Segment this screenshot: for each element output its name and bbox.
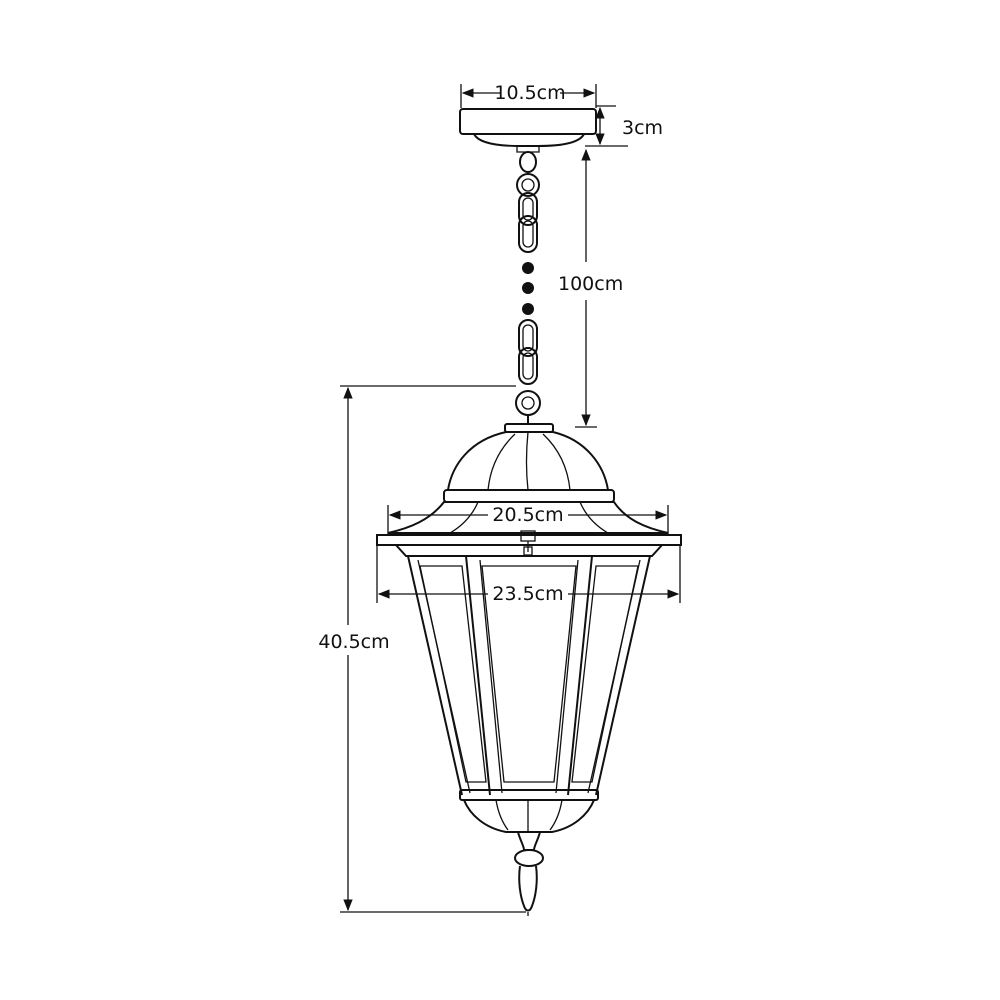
- total-height-dimension: 40.5cm: [318, 385, 526, 913]
- roof-width-dimension: 20.5cm: [387, 504, 669, 535]
- chain: [515, 151, 541, 425]
- canopy-height-dimension: 3cm: [585, 105, 663, 147]
- chain-continuation-dot: [522, 282, 534, 294]
- lantern-body: [376, 423, 682, 916]
- chain-length-label: 100cm: [558, 273, 623, 295]
- total-height-label: 40.5cm: [318, 631, 389, 653]
- ceiling-canopy: [459, 108, 597, 153]
- frame-width-label: 23.5cm: [492, 583, 563, 605]
- frame-width-dimension: 23.5cm: [376, 545, 681, 605]
- canopy-height-label: 3cm: [622, 117, 663, 139]
- chain-continuation-dot: [522, 262, 534, 274]
- chain-length-dimension: 100cm: [558, 148, 623, 428]
- roof-width-label: 20.5cm: [492, 504, 563, 526]
- canopy-width-dimension: 10.5cm: [460, 82, 597, 108]
- chain-continuation-dot: [522, 303, 534, 315]
- canopy-width-label: 10.5cm: [494, 82, 565, 104]
